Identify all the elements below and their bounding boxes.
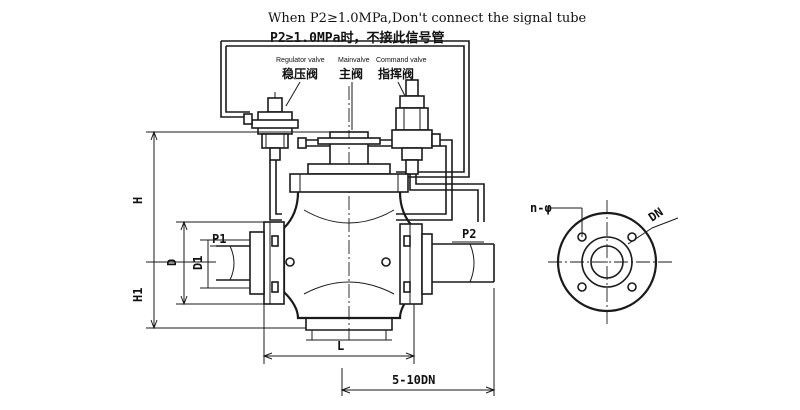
main-valve-body <box>282 191 416 341</box>
bolt-holes-label: n-φ <box>530 201 552 215</box>
note-english: When P2≥1.0MPa,Don't connect the signal … <box>268 11 587 26</box>
dimension-d1-label: D1 <box>191 256 205 270</box>
flange-end-view <box>548 200 679 326</box>
dimension-l <box>262 304 416 364</box>
dimension-downstream-label: 5-10DN <box>392 373 435 387</box>
right-flange <box>381 223 433 305</box>
regulator-valve-label: Regulator valve <box>276 57 325 64</box>
dimension-l-label: L <box>337 339 344 353</box>
command-valve <box>391 79 441 175</box>
main-valve-label: Mainvalve <box>338 57 370 64</box>
dimension-h <box>146 130 330 262</box>
left-flange <box>249 221 295 305</box>
main-valve-bonnet <box>289 86 409 340</box>
dimension-d <box>176 220 264 306</box>
p2-label: P2 <box>462 227 476 241</box>
dimension-downstream <box>340 288 496 396</box>
body-tubes <box>269 139 485 222</box>
dimension-h1-label: H1 <box>131 288 145 302</box>
main-valve-label-cn: 主阀 <box>339 66 363 81</box>
inlet-pipe <box>216 245 250 281</box>
outlet-pipe <box>432 243 495 283</box>
command-valve-label-cn: 指挥阀 <box>378 66 414 81</box>
dimension-h-label: H <box>131 197 145 204</box>
note-chinese: P2≥1.0MPa时，不接此信号管 <box>270 30 444 46</box>
dimension-d-label: D <box>165 259 179 266</box>
p1-label: P1 <box>212 232 226 246</box>
dimension-d1 <box>200 239 250 289</box>
regulator-valve <box>243 92 307 161</box>
dimension-h1 <box>146 261 306 330</box>
dn-label: DN <box>646 205 666 225</box>
regulator-valve-label-cn: 稳压阀 <box>282 66 318 81</box>
signal-tube <box>220 40 470 178</box>
leader-lines <box>285 81 411 130</box>
command-valve-label: Command valve <box>376 57 427 64</box>
